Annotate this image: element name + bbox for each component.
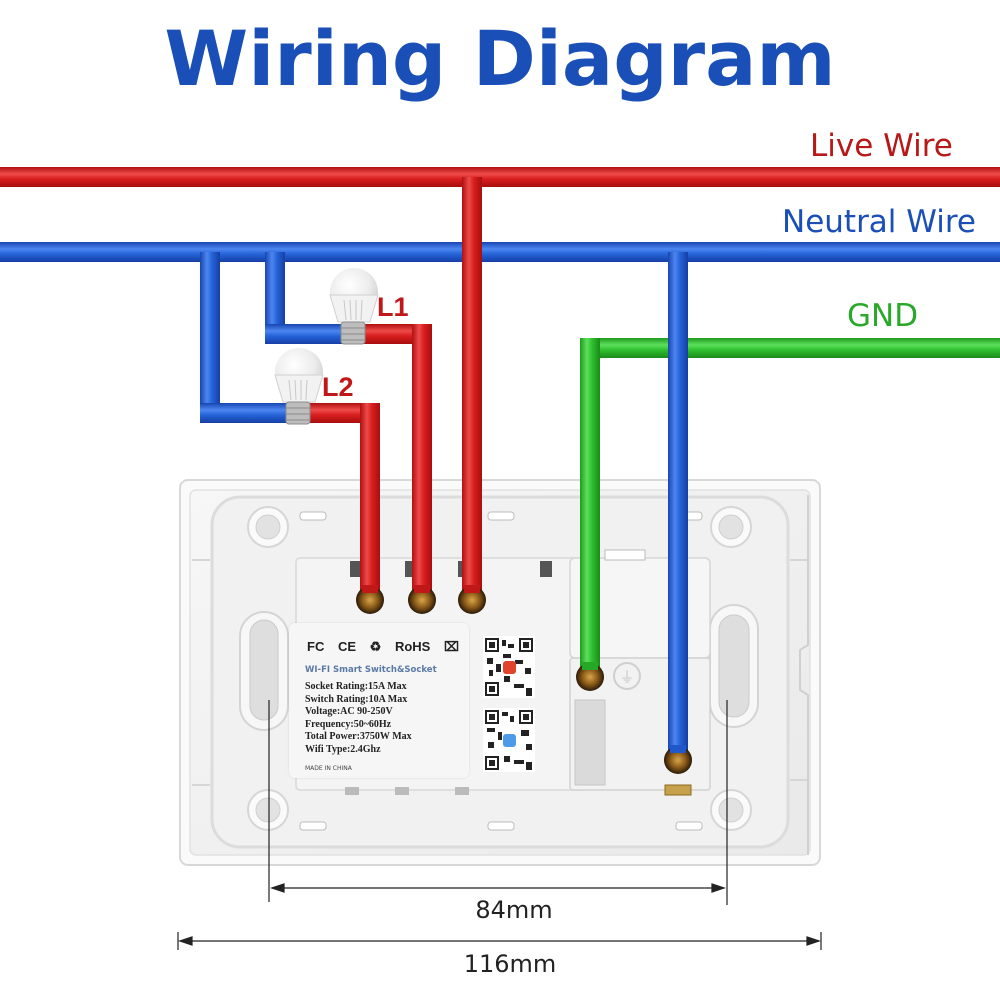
spec-list: Socket Rating:15A Max Switch Rating:10A … xyxy=(305,681,412,757)
load-label-l2: L2 xyxy=(322,372,354,402)
neutral-branch-l1-horizontal xyxy=(265,324,355,344)
ground-wire-drop xyxy=(580,338,600,678)
diagram-title: Wiring Diagram xyxy=(164,14,836,103)
mounting-hole-bottom-left xyxy=(247,789,289,831)
tuya-app-icon xyxy=(503,661,516,674)
l1-load-wire-vertical xyxy=(412,324,432,597)
origin-text: MADE IN CHINA xyxy=(305,765,352,772)
rohs-mark-icon: RoHS xyxy=(394,639,431,654)
neutral-wire-main xyxy=(0,242,1000,262)
smart-home-app-icon xyxy=(503,734,516,747)
spec-frequency: Frequency:50~60Hz xyxy=(305,718,392,730)
neutral-branch-l2-horizontal xyxy=(200,403,300,423)
device-spec-label: FC CE ♻ RoHS ⌧ WI-FI Smart Switch&Socket… xyxy=(289,623,469,778)
l2-load-wire-vertical xyxy=(360,403,380,597)
mounting-hole-top-left xyxy=(247,506,289,548)
earth-symbol: ⏚ xyxy=(619,668,634,686)
dimension-label-84mm: 84mm xyxy=(475,896,553,924)
spec-wifi-type: Wifi Type:2.4Ghz xyxy=(305,743,381,755)
product-name: WI-FI Smart Switch&Socket xyxy=(305,665,437,675)
certification-marks: FC CE ♻ RoHS ⌧ xyxy=(307,639,469,655)
neutral-wire-label: Neutral Wire xyxy=(782,204,976,240)
neutral-wire-drop xyxy=(668,252,688,762)
spec-socket-rating: Socket Rating:15A Max xyxy=(305,681,407,692)
mounting-hole-bottom-right xyxy=(710,789,752,831)
live-wire-main xyxy=(0,167,1000,187)
slot-hole-right xyxy=(709,604,759,728)
dimension-84mm xyxy=(268,700,728,905)
light-bulb-icon-l1 xyxy=(329,268,379,345)
qr-code-tuya xyxy=(483,636,535,698)
recycle-icon: ♻ xyxy=(369,639,382,654)
dimension-116mm xyxy=(177,932,822,950)
weee-bin-icon: ⌧ xyxy=(443,639,459,654)
ground-wire-label: GND xyxy=(847,298,919,334)
ce-mark-icon: CE xyxy=(337,639,357,654)
light-bulb-icon-l2 xyxy=(274,348,324,425)
spec-switch-rating: Switch Rating:10A Max xyxy=(305,693,408,705)
load-label-l1: L1 xyxy=(377,292,409,322)
dimension-label-116mm: 116mm xyxy=(463,950,557,978)
spec-voltage: Voltage:AC 90-250V xyxy=(305,706,393,718)
neutral-branch-l1-vertical xyxy=(265,252,285,344)
live-wire-drop xyxy=(462,177,482,597)
mounting-hole-top-right xyxy=(710,506,752,548)
qr-code-smart-home xyxy=(483,708,535,772)
spec-total-power: Total Power:3750W Max xyxy=(305,731,412,743)
ground-wire-main xyxy=(580,338,1000,358)
fcc-mark-icon: FC xyxy=(307,639,325,654)
neutral-branch-l2-vertical xyxy=(200,252,220,422)
slot-hole-left xyxy=(239,611,289,731)
live-wire-label: Live Wire xyxy=(810,128,953,164)
